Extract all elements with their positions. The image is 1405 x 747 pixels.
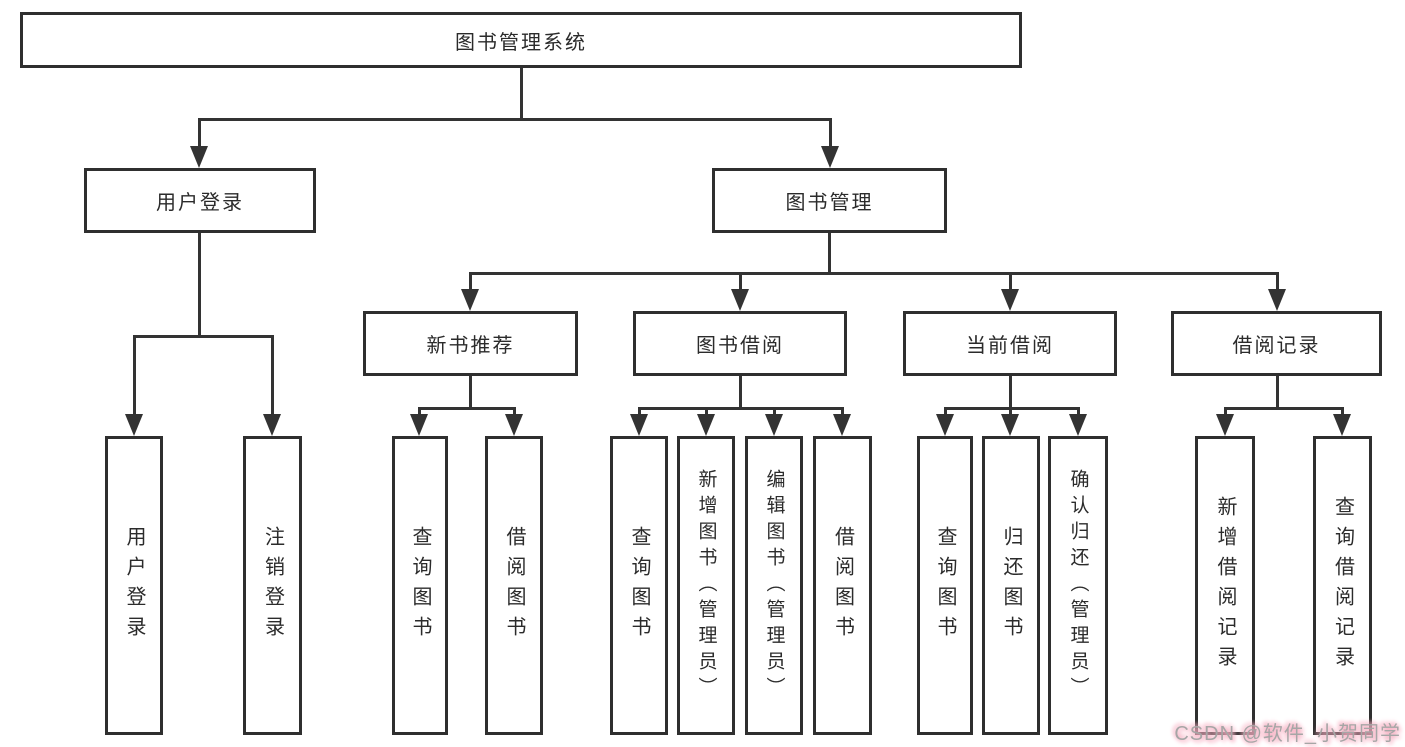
connector-book-borrowing-stem (739, 376, 742, 409)
connector-current-borrowing-leaves-branch (944, 407, 1080, 410)
arrow-down-leaf-query-borrow-record (1333, 414, 1351, 436)
connector-current-borrowing-drop (1009, 272, 1012, 291)
arrow-down-leaf-return-books (1001, 414, 1019, 436)
node-book-management: 图书管理 (712, 168, 947, 233)
connector-book-borrowing-leaves-branch (638, 407, 844, 410)
connector-leaf-drop (1077, 407, 1080, 418)
arrow-down-leaf-add-books (697, 414, 715, 436)
arrow-down-leaf-borrow-books-1 (505, 414, 523, 436)
leaf-borrow-books: 借阅图书 (813, 436, 872, 735)
leaf-label: 用户登录 (123, 525, 145, 646)
node-label: 用户登录 (156, 192, 244, 214)
connector-leaf-drop (1341, 407, 1344, 418)
connector-borrowing-records-leaves-branch (1224, 407, 1344, 410)
connector-leaf-drop (773, 407, 776, 418)
connector-book-management-drop (829, 118, 832, 148)
connector-level2-branch (469, 272, 1279, 275)
leaf-label: 新增图书（管理员） (695, 468, 717, 703)
arrow-down-leaf-borrow-books-2 (833, 414, 851, 436)
leaf-confirm-return-admin: 确认归还（管理员） (1048, 436, 1108, 735)
connector-user-login-leaves-branch (133, 335, 274, 338)
arrow-down-leaf-add-borrow-record (1216, 414, 1234, 436)
connector-borrowing-records-drop (1276, 272, 1279, 291)
node-label: 图书借阅 (696, 335, 784, 357)
connector-leaf-drop (638, 407, 641, 418)
arrow-down-leaf-query-books-1 (410, 414, 428, 436)
leaf-edit-books-admin: 编辑图书（管理员） (745, 436, 803, 735)
node-label: 新书推荐 (426, 335, 515, 357)
leaf-query-borrow-record: 查询借阅记录 (1313, 436, 1372, 735)
connector-user-login-stem (198, 233, 201, 337)
connector-book-management-stem (828, 233, 831, 274)
node-label: 当前借阅 (966, 335, 1054, 357)
connector-root-stem (520, 68, 523, 118)
leaf-label: 注销登录 (261, 525, 284, 646)
arrow-down-leaf-query-books-2 (630, 414, 648, 436)
connector-book-borrowing-drop (739, 272, 742, 291)
arrow-down-new-book-recommendation (461, 289, 479, 311)
node-label: 借阅记录 (1232, 335, 1321, 357)
connector-leaf-user-login-drop (133, 335, 136, 416)
arrow-down-leaf-user-login (125, 414, 143, 436)
arrow-down-borrowing-records (1268, 289, 1286, 311)
csdn-watermark: CSDN @软件_小贺同学 (1174, 723, 1401, 745)
connector-current-borrowing-stem (1009, 376, 1012, 409)
connector-leaf-logout-drop (271, 335, 274, 416)
leaf-query-books-borrowing: 查询图书 (610, 436, 668, 735)
leaf-label: 查询图书 (409, 525, 431, 646)
connector-user-login-drop (198, 118, 201, 148)
leaf-borrow-books-recommend: 借阅图书 (485, 436, 543, 735)
leaf-logout: 注销登录 (243, 436, 302, 735)
leaf-label: 编辑图书（管理员） (763, 468, 785, 703)
node-library-system: 图书管理系统 (20, 12, 1022, 68)
connector-leaf-drop (841, 407, 844, 418)
arrow-down-leaf-query-books-3 (936, 414, 954, 436)
connector-leaf-drop (705, 407, 708, 418)
leaf-label: 借阅图书 (503, 525, 525, 646)
leaf-label: 查询图书 (628, 525, 650, 646)
leaf-label: 查询图书 (934, 525, 956, 646)
connector-leaf-drop (1224, 407, 1227, 418)
node-label: 图书管理系统 (455, 31, 587, 54)
connector-level1-branch (198, 118, 832, 121)
arrow-down-book-management (821, 146, 839, 168)
leaf-query-books-current: 查询图书 (917, 436, 973, 735)
node-new-book-recommendation: 新书推荐 (363, 311, 578, 376)
node-borrowing-records: 借阅记录 (1171, 311, 1382, 376)
connector-leaf-drop (513, 407, 516, 418)
leaf-label: 新增借阅记录 (1214, 495, 1236, 676)
arrow-down-book-borrowing (731, 289, 749, 311)
leaf-query-books-recommend: 查询图书 (392, 436, 448, 735)
leaf-add-books-admin: 新增图书（管理员） (677, 436, 735, 735)
arrow-down-leaf-logout (263, 414, 281, 436)
leaf-user-login: 用户登录 (105, 436, 163, 735)
node-current-borrowing: 当前借阅 (903, 311, 1117, 376)
node-book-borrowing: 图书借阅 (633, 311, 847, 376)
arrow-down-current-borrowing (1001, 289, 1019, 311)
node-user-login: 用户登录 (84, 168, 316, 233)
leaf-label: 确认归还（管理员） (1067, 468, 1089, 703)
leaf-add-borrow-record: 新增借阅记录 (1195, 436, 1255, 735)
leaf-return-books: 归还图书 (982, 436, 1040, 735)
connector-leaf-drop (944, 407, 947, 418)
connector-new-book-drop (469, 272, 472, 291)
connector-new-book-leaves-branch (418, 407, 516, 410)
arrow-down-user-login (190, 146, 208, 168)
arrow-down-leaf-edit-books (765, 414, 783, 436)
arrow-down-leaf-confirm-return (1069, 414, 1087, 436)
leaf-label: 借阅图书 (831, 525, 854, 646)
connector-leaf-drop (418, 407, 421, 418)
connector-new-book-stem (469, 376, 472, 409)
connector-borrowing-records-stem (1276, 376, 1279, 409)
connector-leaf-drop (1009, 407, 1012, 418)
node-label: 图书管理 (785, 192, 874, 214)
leaf-label: 查询借阅记录 (1331, 495, 1354, 676)
leaf-label: 归还图书 (1000, 525, 1022, 646)
